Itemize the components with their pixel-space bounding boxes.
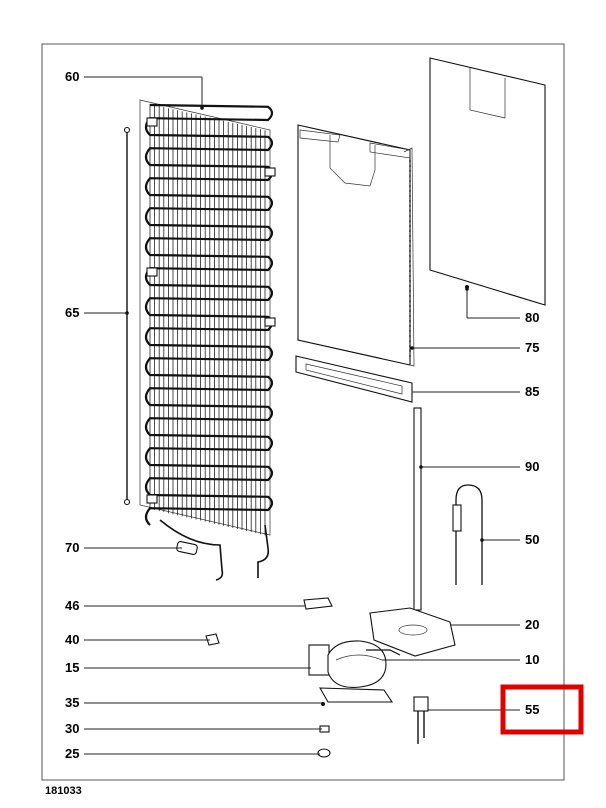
capillary-tube bbox=[452, 484, 483, 585]
drier-filter bbox=[176, 541, 198, 555]
label-90: 90 bbox=[525, 459, 539, 474]
label-50: 50 bbox=[525, 532, 539, 547]
callout-lines bbox=[84, 76, 520, 755]
label-70: 70 bbox=[65, 540, 79, 555]
evaporation-tray bbox=[369, 607, 456, 657]
label-15: 15 bbox=[65, 660, 79, 675]
label-40: 40 bbox=[65, 632, 79, 647]
condenser-coil bbox=[123, 99, 276, 581]
label-10: 10 bbox=[525, 652, 539, 667]
label-80: 80 bbox=[525, 310, 539, 325]
label-30: 30 bbox=[65, 721, 79, 736]
valve-part bbox=[413, 696, 429, 744]
label-25: 25 bbox=[65, 746, 79, 761]
diagram-frame bbox=[41, 43, 565, 781]
label-65: 65 bbox=[65, 305, 79, 320]
label-55: 55 bbox=[525, 702, 539, 717]
highlight-box bbox=[500, 684, 584, 735]
label-85: 85 bbox=[525, 384, 539, 399]
label-20: 20 bbox=[525, 617, 539, 632]
fastener-set bbox=[317, 702, 331, 758]
cover-strip bbox=[295, 355, 413, 403]
small-plug bbox=[205, 633, 220, 646]
rear-panel bbox=[297, 124, 415, 367]
label-75: 75 bbox=[525, 340, 539, 355]
label-46: 46 bbox=[65, 598, 79, 613]
back-cover-panel bbox=[429, 57, 546, 306]
document-number: 181033 bbox=[45, 785, 82, 797]
label-35: 35 bbox=[65, 695, 79, 710]
clip-part bbox=[303, 597, 333, 610]
label-60: 60 bbox=[65, 69, 79, 84]
compressor-assembly bbox=[308, 640, 401, 703]
drain-pipe bbox=[413, 407, 422, 611]
